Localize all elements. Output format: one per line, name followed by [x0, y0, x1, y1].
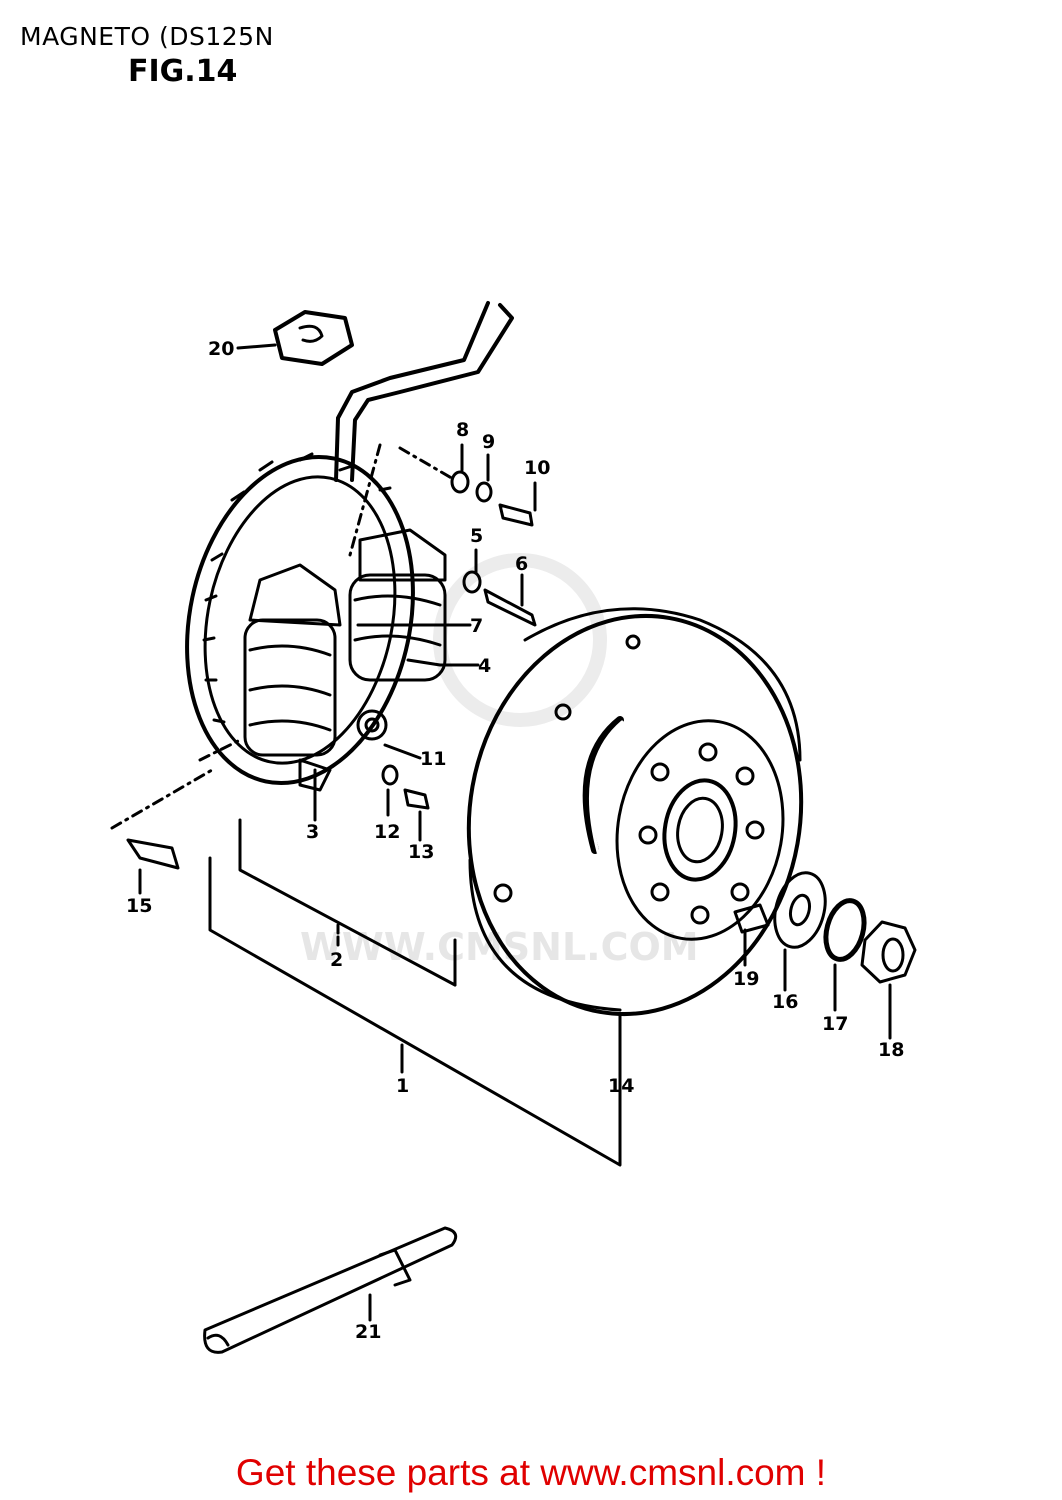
callout-12: 12	[374, 821, 400, 843]
callout-numbers: 1 2 3 4 5 6 7 8 9 10 11 12 13 14 15 16 1…	[126, 338, 904, 1343]
callout-6: 6	[515, 553, 528, 575]
callout-1: 1	[396, 1075, 409, 1097]
callout-9: 9	[482, 431, 495, 453]
callout-20: 20	[208, 338, 234, 360]
callout-13: 13	[408, 841, 434, 863]
footer-link[interactable]: Get these parts at www.cmsnl.com !	[235, 1452, 827, 1493]
watermark: WWW.CMSNL.COM	[300, 553, 699, 969]
callout-16: 16	[772, 991, 798, 1013]
callout-5: 5	[470, 525, 483, 547]
callout-2: 2	[330, 949, 343, 971]
page-title: MAGNETO (DS125N	[20, 22, 274, 51]
callout-4: 4	[478, 655, 491, 677]
callout-19: 19	[733, 968, 759, 990]
callout-14: 14	[608, 1075, 634, 1097]
callout-11: 11	[420, 748, 446, 770]
watermark-text: WWW.CMSNL.COM	[300, 925, 699, 969]
callout-8: 8	[456, 419, 469, 441]
callout-17: 17	[822, 1013, 848, 1035]
callout-10: 10	[524, 457, 550, 479]
callout-18: 18	[878, 1039, 904, 1061]
callout-21: 21	[355, 1321, 381, 1343]
callout-15: 15	[126, 895, 152, 917]
figure-label: FIG.14	[128, 54, 238, 89]
callout-3: 3	[306, 821, 319, 843]
callout-7: 7	[470, 615, 483, 637]
